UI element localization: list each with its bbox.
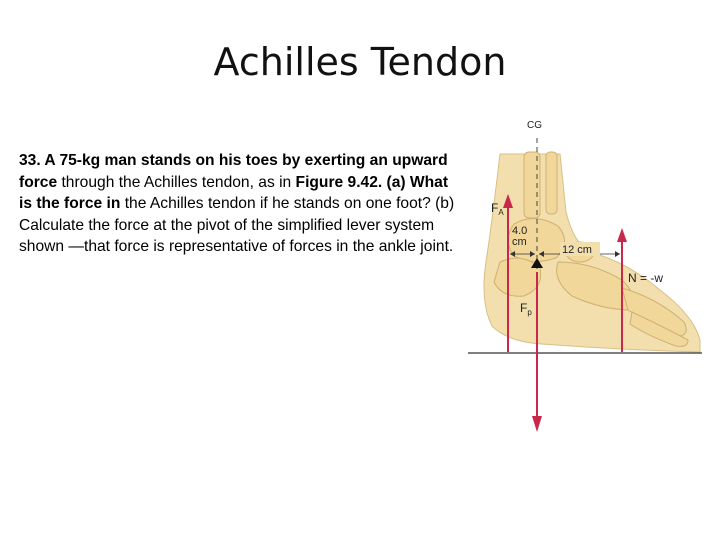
foot-lever-diagram: CG FA N = -w Fp 4.0 cm 12 cm <box>468 120 702 432</box>
dim1-arrow-right <box>530 251 535 257</box>
dim2-label-bg <box>560 242 600 256</box>
dim2-arrow-right <box>615 251 620 257</box>
fp-subscript: p <box>527 308 532 317</box>
fa-letter: F <box>491 201 498 215</box>
dim1-value: 4.0 <box>512 225 527 237</box>
n-arrow-head <box>617 228 627 242</box>
cg-label: CG <box>527 120 542 131</box>
problem-text-normal-2: the Achilles tendon if he stands on one … <box>19 195 455 255</box>
dim1-arrow-left <box>510 251 515 257</box>
slide-title: Achilles Tendon <box>213 40 507 84</box>
pivot-triangle <box>531 258 543 268</box>
fp-arrow-head <box>532 416 542 432</box>
problem-text: 33. A 75-kg man stands on his toes by ex… <box>19 150 459 258</box>
fa-arrow-head <box>503 194 513 208</box>
dim2-label: 12 cm <box>562 244 592 256</box>
dim1-unit: cm <box>512 236 527 248</box>
n-label: N = -w <box>628 271 663 285</box>
foot-bones <box>493 151 689 347</box>
fa-subscript: A <box>498 208 504 217</box>
problem-text-normal-1: through the Achilles tendon, as in <box>57 173 296 191</box>
fa-label: FA <box>491 201 504 217</box>
problem-text-bold-1: 33. A 75-kg man stands on his toes by ex… <box>19 152 448 191</box>
fp-letter: F <box>520 301 527 315</box>
problem-text-bold-2: Figure 9.42. (a) What is the force in <box>19 173 449 213</box>
dim2-arrow-left <box>539 251 544 257</box>
fp-label: Fp <box>520 301 532 317</box>
